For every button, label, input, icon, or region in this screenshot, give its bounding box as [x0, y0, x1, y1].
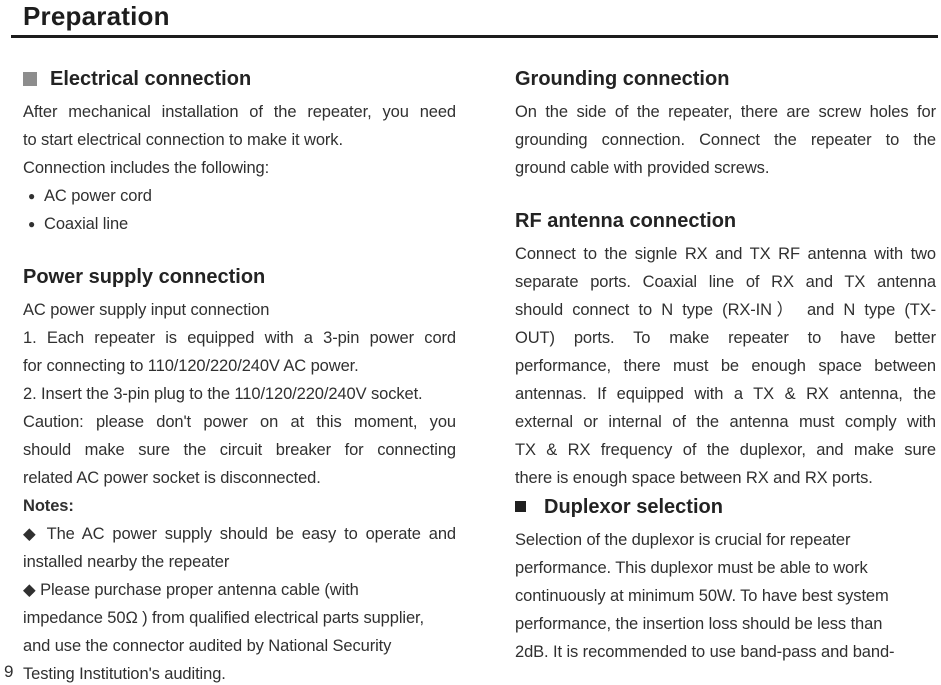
- section-heading-label: Power supply connection: [23, 265, 266, 288]
- square-bullet-icon: [23, 71, 37, 86]
- paragraph: ◆ The AC power supply should be easy to …: [23, 520, 456, 576]
- text-line: AC power supply input connection: [23, 300, 270, 319]
- right-column: Grounding connection On the side of the r…: [515, 66, 936, 685]
- text-line: 1. Each repeater is equipped with a 3-pi…: [23, 328, 456, 347]
- text-line: ◆ Please purchase proper antenna cable (…: [23, 580, 359, 599]
- text-line: there is enough space between RX and RX …: [515, 468, 873, 487]
- bullet-item: ● AC power cord: [23, 182, 456, 210]
- text-line: Selection of the duplexor is crucial for…: [515, 530, 851, 549]
- paragraph: Connection includes the following:: [23, 154, 456, 182]
- text-line: to start electrical connection to make i…: [23, 130, 343, 149]
- text-line: 2. Insert the 3-pin plug to the 110/120/…: [23, 384, 423, 403]
- section-heading-label: RF antenna connection: [515, 209, 737, 232]
- text-line: OUT) ports. To make repeater to have bet…: [515, 328, 936, 347]
- text-line: ground cable with provided screws.: [515, 158, 770, 177]
- title-divider: [11, 35, 938, 38]
- text-line: Caution: please don't power on at this m…: [23, 412, 456, 431]
- paragraph: Notes:: [23, 492, 456, 520]
- text-line: Notes:: [23, 496, 74, 515]
- text-line: 2dB. It is recommended to use band-pass …: [515, 642, 895, 661]
- text-line: should make sure the circuit breaker for…: [23, 440, 456, 459]
- bullet-list: ● AC power cord ● Coaxial line: [23, 182, 456, 238]
- text-line: grounding connection. Connect the repeat…: [515, 130, 936, 149]
- section-heading-label: Grounding connection: [515, 67, 730, 90]
- section-heading-label: Duplexor selection: [544, 495, 723, 518]
- section-heading: RF antenna connection: [515, 208, 936, 234]
- text-line: antennas. If equipped with a TX & RX ant…: [515, 384, 936, 403]
- paragraph: On the side of the repeater, there are s…: [515, 98, 936, 182]
- bullet-icon: ●: [28, 216, 36, 231]
- page-title: Preparation: [23, 1, 170, 31]
- text-line: Connection includes the following:: [23, 158, 270, 177]
- section-gap: [23, 238, 456, 262]
- paragraph: 2. Insert the 3-pin plug to the 110/120/…: [23, 380, 456, 408]
- bullet-icon: ●: [28, 188, 36, 203]
- text-line: ◆ The AC power supply should be easy to …: [23, 524, 456, 543]
- text-line: Testing Institution's auditing.: [23, 664, 226, 683]
- bullet-item: ● Coaxial line: [23, 210, 456, 238]
- text-line: Connect to the signle RX and TX RF anten…: [515, 244, 936, 263]
- section-heading-label: Electrical connection: [50, 67, 252, 90]
- text-line: TX & RX frequency of the duplexor, and m…: [515, 440, 936, 459]
- section-heading: Power supply connection: [23, 264, 456, 290]
- text-line: performance, the insertion loss should b…: [515, 614, 883, 633]
- paragraph: Selection of the duplexor is crucial for…: [515, 526, 936, 666]
- paragraph: After mechanical installation of the rep…: [23, 98, 456, 154]
- section-heading: Grounding connection: [515, 66, 936, 92]
- text-line: After mechanical installation of the rep…: [23, 102, 456, 121]
- bullet-text: AC power cord: [44, 186, 152, 205]
- text-line: continuously at minimum 50W. To have bes…: [515, 586, 889, 605]
- square-bullet-icon: [515, 501, 526, 512]
- text-line: impedance 50Ω ) from qualified electrica…: [23, 608, 424, 627]
- text-line: for connecting to 110/120/220/240V AC po…: [23, 356, 359, 375]
- paragraph: Connect to the signle RX and TX RF anten…: [515, 240, 936, 492]
- text-line: performance, there must be enough space …: [515, 356, 936, 375]
- paragraph: 1. Each repeater is equipped with a 3-pi…: [23, 324, 456, 380]
- section-heading: Duplexor selection: [515, 494, 936, 520]
- paragraph: AC power supply input connection: [23, 296, 456, 324]
- text-line: external or internal of the antenna must…: [515, 412, 936, 431]
- text-line: On the side of the repeater, there are s…: [515, 102, 936, 121]
- bullet-text: Coaxial line: [44, 214, 129, 233]
- section-heading: Electrical connection: [23, 66, 456, 92]
- page-number: 9: [4, 662, 14, 681]
- text-line: should connect to N type (RX-IN） and N t…: [515, 300, 936, 319]
- text-line: and use the connector audited by Nationa…: [23, 636, 392, 655]
- page-header: Preparation: [0, 0, 941, 31]
- text-line: performance. This duplexor must be able …: [515, 558, 868, 577]
- text-line: installed nearby the repeater: [23, 552, 230, 571]
- text-line: separate ports. Coaxial line of RX and T…: [515, 272, 936, 291]
- paragraph: ◆ Please purchase proper antenna cable (…: [23, 576, 456, 685]
- paragraph: Caution: please don't power on at this m…: [23, 408, 456, 492]
- section-gap: [515, 182, 936, 206]
- text-line: related AC power socket is disconnected.: [23, 468, 321, 487]
